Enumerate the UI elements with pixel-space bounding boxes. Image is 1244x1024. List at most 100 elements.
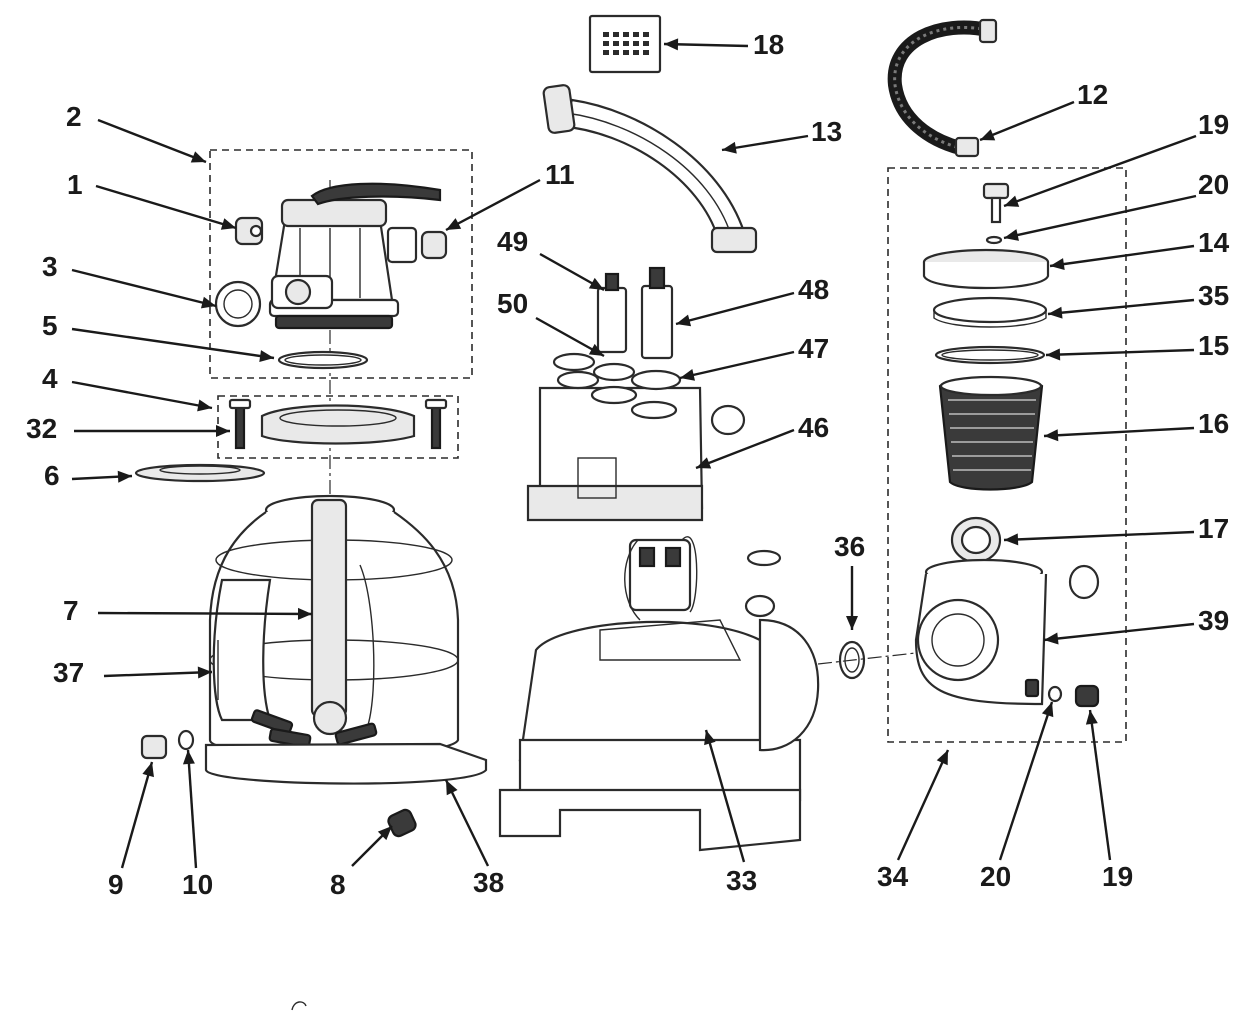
leader-12-arrowhead [980, 129, 996, 141]
leader-7-arrowhead [297, 607, 312, 620]
callout-50: 50 [497, 288, 528, 319]
leader-3 [71, 268, 217, 308]
part-11-valve-fitting [420, 230, 448, 260]
part-5-valve-o-ring [277, 350, 369, 370]
leader-46-arrowhead [696, 457, 712, 469]
leader-18 [663, 42, 749, 48]
callout-8: 8 [330, 869, 346, 900]
leader-37 [103, 670, 213, 678]
leader-4-arrowhead [197, 399, 212, 412]
part-15-lid-o-ring [934, 345, 1046, 365]
leader-17 [1003, 530, 1195, 542]
leader-6-arrowhead [117, 470, 132, 483]
part-16-strainer-basket [938, 375, 1044, 491]
leader-37-arrowhead [197, 666, 212, 679]
part-8-drain-plug [387, 808, 417, 838]
part-20-o-ring-bottom [1047, 685, 1063, 703]
leader-3-arrowhead [200, 296, 216, 309]
part-17-union-nut [950, 516, 1002, 564]
callout-4: 4 [42, 363, 58, 394]
leader-16 [1043, 426, 1195, 438]
leader-lines [71, 38, 1197, 869]
callout-15: 15 [1198, 330, 1229, 361]
part-1-gauge-plug [234, 216, 264, 246]
leader-15 [1045, 348, 1195, 357]
callout-47: 47 [798, 333, 829, 364]
leader-38-arrowhead [446, 780, 458, 796]
leader-10 [186, 749, 198, 869]
pump-group-box [887, 167, 1127, 743]
part-50-sleeves [552, 352, 636, 390]
leader-9-arrowhead [142, 762, 154, 778]
part-14-lid-ring [922, 248, 1050, 290]
callout-39: 39 [1198, 605, 1229, 636]
leader-12 [979, 100, 1075, 142]
callout-5: 5 [42, 310, 58, 341]
leader-14-arrowhead [1050, 258, 1065, 271]
leader-1 [95, 184, 237, 230]
part-19-drain-plug-bottom [1074, 684, 1100, 708]
callout-37: 37 [53, 657, 84, 688]
leader-19-bottom-arrowhead [1085, 710, 1098, 725]
callout-14: 14 [1198, 227, 1230, 258]
leader-32-arrowhead [216, 425, 230, 437]
callout-7: 7 [63, 595, 79, 626]
leader-34-arrowhead [936, 750, 948, 766]
leader-19-bottom [1088, 709, 1112, 861]
part-32-clamp-bolts [228, 398, 448, 450]
leader-5-arrowhead [259, 350, 274, 362]
callout-13: 13 [811, 116, 842, 147]
leader-47 [679, 350, 795, 380]
leader-19-top [1003, 134, 1197, 208]
part-35-strainer-lid [932, 296, 1048, 328]
leader-39-arrowhead [1044, 632, 1059, 645]
leader-48 [675, 291, 795, 326]
part-13-hose [542, 84, 758, 254]
callout-9: 9 [108, 869, 124, 900]
leader-35-arrowhead [1048, 306, 1063, 319]
callout-19-top: 19 [1198, 109, 1229, 140]
leader-16-arrowhead [1044, 429, 1059, 442]
callout-49: 49 [497, 226, 528, 257]
leader-4 [71, 380, 213, 410]
leader-2-arrowhead [190, 151, 206, 163]
callout-18: 18 [753, 29, 784, 60]
callout-34: 34 [877, 861, 909, 892]
leader-47-arrowhead [680, 369, 695, 381]
callout-1: 1 [67, 169, 83, 200]
part-39-strainer-housing [914, 558, 1100, 706]
leader-17-arrowhead [1004, 533, 1019, 546]
leader-5 [71, 327, 275, 360]
callout-38: 38 [473, 867, 504, 898]
callout-6: 6 [44, 460, 60, 491]
callout-16: 16 [1198, 408, 1229, 439]
leader-15-arrowhead [1046, 348, 1061, 361]
leader-18-arrowhead [664, 38, 679, 51]
part-4-clamp [260, 404, 416, 445]
leader-2 [97, 118, 207, 164]
callout-17: 17 [1198, 513, 1229, 544]
part-12-flex-hose [887, 18, 998, 158]
leader-20-bottom-arrowhead [1041, 702, 1054, 718]
valve-group-box [209, 149, 473, 379]
callout-46: 46 [798, 412, 829, 443]
part-3-sight-glass-cap [214, 280, 262, 328]
callout-20-top: 20 [1198, 169, 1229, 200]
part-48-electrode-b [640, 266, 674, 360]
part-20-o-ring-top [985, 235, 1003, 245]
leader-7 [97, 611, 313, 616]
leader-35 [1047, 298, 1195, 316]
part-2-multiport-valve [268, 182, 442, 330]
leader-19-top-arrowhead [1004, 195, 1020, 207]
leader-20-top-arrowhead [1004, 229, 1019, 241]
leader-1-arrowhead [220, 218, 236, 230]
leader-36-arrowhead [846, 616, 858, 630]
filter-tank [204, 494, 488, 785]
leader-49-arrowhead [588, 277, 604, 290]
callout-labels: 1 2 3 4 5 6 7 8 9 10 11 12 13 14 15 16 1… [26, 29, 1230, 900]
leader-50-arrowhead [588, 343, 604, 356]
part-47-cell-o-rings [590, 369, 682, 420]
leader-38 [444, 779, 490, 867]
part-18-label-plate [588, 14, 662, 74]
leader-10-arrowhead [182, 750, 195, 765]
